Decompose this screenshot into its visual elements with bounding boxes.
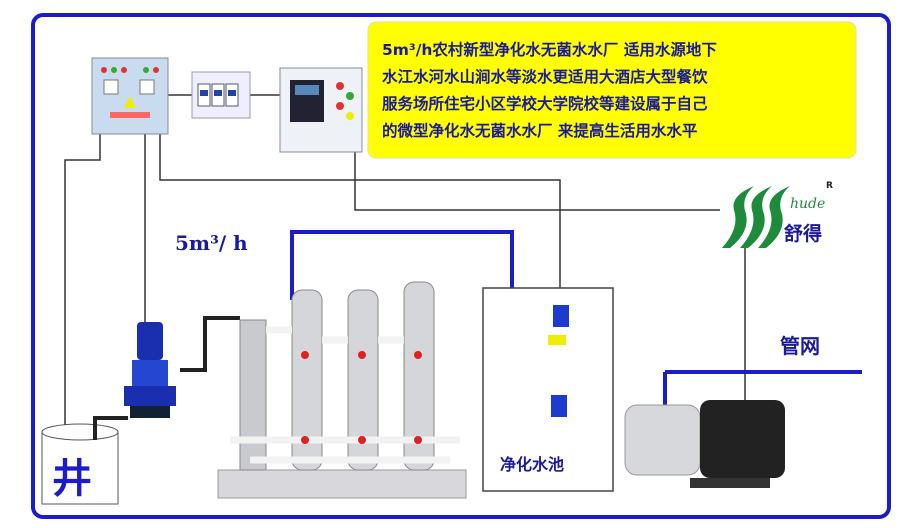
clean-water-tank: 净化水池 [482,287,614,492]
control-wires [64,94,746,435]
logo-chinese: 舒得 [784,222,822,245]
logo-latin: hude [790,196,825,212]
blue-pipes [290,230,862,374]
shude-logo: hude R 舒得 [722,181,833,248]
description-line-3: 服务场所住宅小区学校大学院校等建设属于自己 [382,94,708,113]
description-line-2: 水江水河水山涧水等淡水更适用大酒店大型餐饮 [382,67,708,86]
horizontal-pump [624,372,785,488]
well-label: 井 [52,456,92,502]
inverter-cabinet [279,67,363,153]
float-switch-lower [551,395,567,417]
outer-frame [31,13,891,519]
registered-mark: R [826,181,833,191]
well: 井 [41,423,119,505]
description-line-4: 的微型净化水无菌水水厂 来提高生活用水水平 [382,121,698,140]
description-box: 5m³/h农村新型净化水无菌水水厂 适用水源地下 水江水河水山涧水等淡水更适用大… [367,21,857,159]
flow-rate-label: 5m³/ h [175,231,248,255]
description-line-1: 5m³/h农村新型净化水无菌水水厂 适用水源地下 [382,40,717,59]
tank-label: 净化水池 [500,455,564,474]
vertical-pump [124,322,176,418]
filtration-unit [217,281,467,499]
circuit-breaker [191,71,251,119]
float-switch-upper [553,305,569,327]
suction-pipes [93,316,240,440]
control-cabinet [91,57,169,135]
pipe-network-label: 管网 [780,334,820,358]
